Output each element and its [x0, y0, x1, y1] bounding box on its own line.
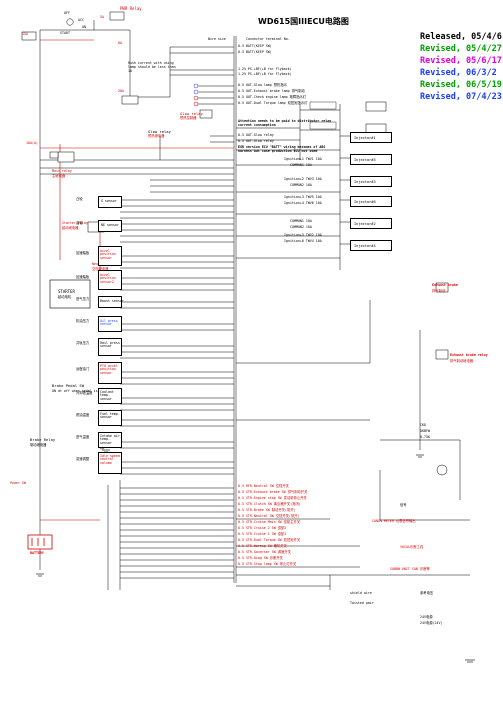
- sensor-intake: Intake air temp. sensor: [98, 432, 122, 448]
- sensor-accel-1: Accel position sensor: [98, 246, 122, 266]
- starter-label: STARTER: [58, 289, 75, 294]
- glow-relay-label: Glow relay: [148, 129, 171, 134]
- sensor-boost: Boost sensor: [98, 296, 124, 308]
- sensor-cn-3: 加速踏板: [76, 251, 90, 255]
- shield-label: shield wire: [350, 591, 372, 595]
- sig-note: 信号: [400, 503, 407, 507]
- battery-label: BATTERY: [30, 551, 44, 555]
- off-label: OFF: [64, 11, 70, 15]
- sensor-cn-2: 曲轴: [76, 221, 83, 225]
- dkbfw-label: DKBFW: [420, 429, 430, 433]
- ref-note: 参考电压: [420, 591, 434, 595]
- revision-2: Revised, 05/4/27: [420, 44, 502, 54]
- sensor-accel-2: Accel position sensor2: [98, 270, 122, 290]
- lamp-note: Rush current with using lamp should be l…: [128, 61, 176, 73]
- sensor-cn-11: 进气温度: [76, 435, 90, 439]
- sensor-cn-9: 冷却液温度: [76, 391, 93, 395]
- vk-label: 0.75K: [420, 435, 430, 439]
- vocal-box: VOCAL诊断工具: [400, 545, 424, 549]
- neutral-relay-cn: 空档继电器: [92, 267, 109, 271]
- sensor-idle: Idle speed control volume: [98, 452, 122, 474]
- starter-relay-cn: 起动继电器: [62, 226, 79, 230]
- connector-header: Connector terminal No.: [246, 37, 290, 41]
- glow-relay2-label: Glow relay: [180, 111, 203, 116]
- exhaust-brake-relay-cn: 排气制动继电器: [450, 359, 474, 363]
- sensor-cn-1: 凸轮: [76, 197, 83, 201]
- brake-pedal-note: ON at off when pedal is: [52, 389, 98, 393]
- fuse-15a: 15A: [22, 32, 28, 36]
- main-relay-cn: 主继电器: [52, 174, 66, 178]
- power-sw-label: Power SW: [10, 481, 26, 485]
- injector-5: Injector#5: [350, 154, 392, 165]
- exhaust-brake-relay-label: Exhaust brake relay: [450, 353, 488, 357]
- twisted-label: Twisted pair: [350, 601, 374, 605]
- acc-label: ACC: [78, 18, 84, 22]
- sensor-g: G sensor: [98, 196, 122, 208]
- start-label: START: [60, 31, 70, 35]
- mid-bottom-label: 24V电源(24V): [420, 621, 443, 625]
- fuse-5a: 5A: [100, 15, 104, 19]
- starter-cn: 起动电机: [58, 295, 72, 299]
- brake-relay-label: Brake Relay: [30, 437, 56, 442]
- on-label: ON: [82, 25, 86, 29]
- main-relay-label: Main relay: [52, 169, 72, 173]
- wire-size-header: Wire size: [208, 37, 226, 41]
- starter-relay-label: Starter relay: [62, 221, 88, 225]
- revision-4: Revised, 06/3/2: [420, 68, 497, 78]
- sensor-cn-6: 机油压力: [76, 319, 90, 323]
- sensor-cn-8: 远程油门: [76, 367, 90, 371]
- fuse-20a: 20A: [118, 89, 124, 93]
- sensor-cn-4: 加速踏板: [76, 275, 90, 279]
- glow-relay2-cn: 预热控制器: [180, 116, 197, 120]
- sensor-oil: Oil press sensor: [98, 316, 122, 332]
- ckd-label: CKD: [420, 423, 426, 427]
- sensor-pto: PTO accel position sensor: [98, 362, 122, 384]
- revision-3: Revised, 05/6/17: [420, 56, 502, 66]
- sensor-coolant: Coolant temp. sensor: [98, 388, 122, 404]
- fuse-10a: 10A(A): [26, 141, 38, 145]
- diag-box: SUBBN UNIT CAN 诊断等: [390, 567, 430, 571]
- revision-5: Revised, 06/5/19: [420, 80, 502, 90]
- can-box: CANON METER 仪表信号输出: [372, 519, 416, 523]
- injector-3: Injector#3: [350, 176, 392, 187]
- v24-label: 24V电源: [420, 615, 433, 619]
- sensor-rail: Rail press sensor: [98, 338, 122, 356]
- sensor-ne: NE sensor: [98, 220, 122, 232]
- exhaust-brake-cn: 排气制动: [432, 289, 446, 293]
- brake-relay-cn: 制动继电器: [30, 443, 47, 447]
- injector-1: Injector#1: [350, 132, 392, 143]
- glow-relay-cn: 预热继电器: [148, 134, 165, 138]
- sensor-cn-10: 燃油温度: [76, 413, 90, 417]
- fuse-8a: 8A: [118, 41, 122, 45]
- injector-6: Injector#6: [350, 196, 392, 207]
- revision-1: Released, 05/4/6: [420, 32, 502, 42]
- sensor-fuel: Fuel temp. sensor: [98, 410, 122, 426]
- injector-4: Injector#4: [350, 240, 392, 251]
- injector-2: Injector#2: [350, 218, 392, 229]
- sensor-cn-12: 怠速调整: [76, 457, 90, 461]
- sensor-cn-5: 进气压力: [76, 297, 90, 301]
- page-title: WD615国IIIECU电路图: [258, 17, 349, 26]
- sensor-cn-7: 共轨压力: [76, 341, 90, 345]
- revision-6: Revised, 07/4/23: [420, 92, 502, 102]
- pwr-relay-label: PWR Relay: [120, 6, 142, 11]
- exhaust-brake-label: Exhaust brake: [432, 283, 458, 287]
- brake-pedal-label: Brake Pedal SW: [52, 383, 85, 388]
